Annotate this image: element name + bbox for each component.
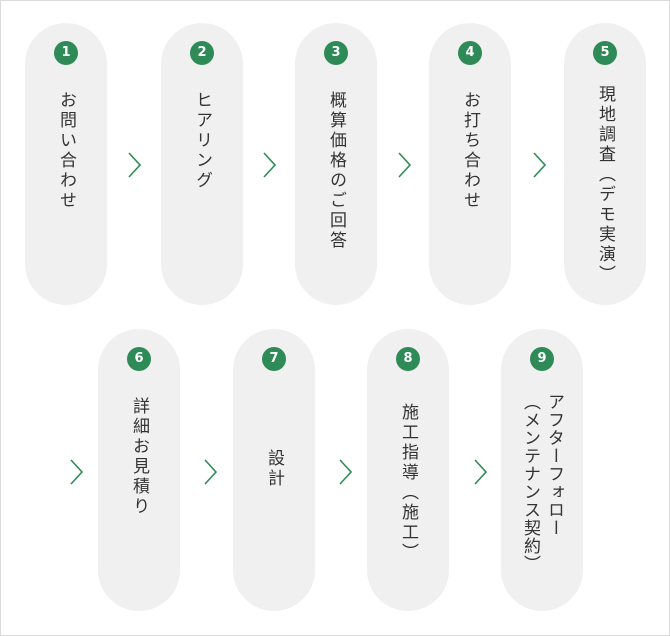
chevron-right-icon xyxy=(260,151,278,179)
step-2-label: ヒアリング xyxy=(192,91,212,191)
step-6-number-badge: 6 xyxy=(127,347,151,371)
step-5-card: 5 現地調査（デモ実演） xyxy=(564,23,646,305)
step-8-card: 8 施工指導（施工） xyxy=(367,329,449,611)
step-6-label: 詳細お見積り xyxy=(129,397,149,517)
step-2-number-badge: 2 xyxy=(190,41,214,65)
step-3-label: 概算価格のご回答 xyxy=(326,91,346,251)
step-1-label: お問い合わせ xyxy=(56,91,76,211)
step-4-card: 4 お打ち合わせ xyxy=(429,23,511,305)
step-4-number-badge: 4 xyxy=(458,41,482,65)
step-7-number-badge: 7 xyxy=(262,347,286,371)
chevron-right-icon xyxy=(336,458,354,486)
step-9-card: 9 アフターフォロー （メンテナンス契約） xyxy=(501,329,583,611)
step-7-card: 7 設計 xyxy=(233,329,315,611)
step-7-label: 設計 xyxy=(264,449,284,489)
step-9-number-badge: 9 xyxy=(530,347,554,371)
step-3-number-badge: 3 xyxy=(324,41,348,65)
step-2-card: 2 ヒアリング xyxy=(161,23,243,305)
step-5-number-badge: 5 xyxy=(593,41,617,65)
step-1-card: 1 お問い合わせ xyxy=(25,23,107,305)
step-9-label: アフターフォロー （メンテナンス契約） xyxy=(520,393,564,573)
step-5-label: 現地調査（デモ実演） xyxy=(595,85,615,285)
step-8-number-badge: 8 xyxy=(396,347,420,371)
step-8-label: 施工指導（施工） xyxy=(398,403,418,563)
step-6-card: 6 詳細お見積り xyxy=(98,329,180,611)
chevron-right-icon xyxy=(201,458,219,486)
step-4-label: お打ち合わせ xyxy=(460,91,480,211)
step-1-number-badge: 1 xyxy=(54,41,78,65)
step-3-card: 3 概算価格のご回答 xyxy=(295,23,377,305)
chevron-right-icon xyxy=(395,151,413,179)
chevron-right-icon xyxy=(67,458,85,486)
chevron-right-icon xyxy=(125,151,143,179)
chevron-right-icon xyxy=(471,458,489,486)
chevron-right-icon xyxy=(530,151,548,179)
